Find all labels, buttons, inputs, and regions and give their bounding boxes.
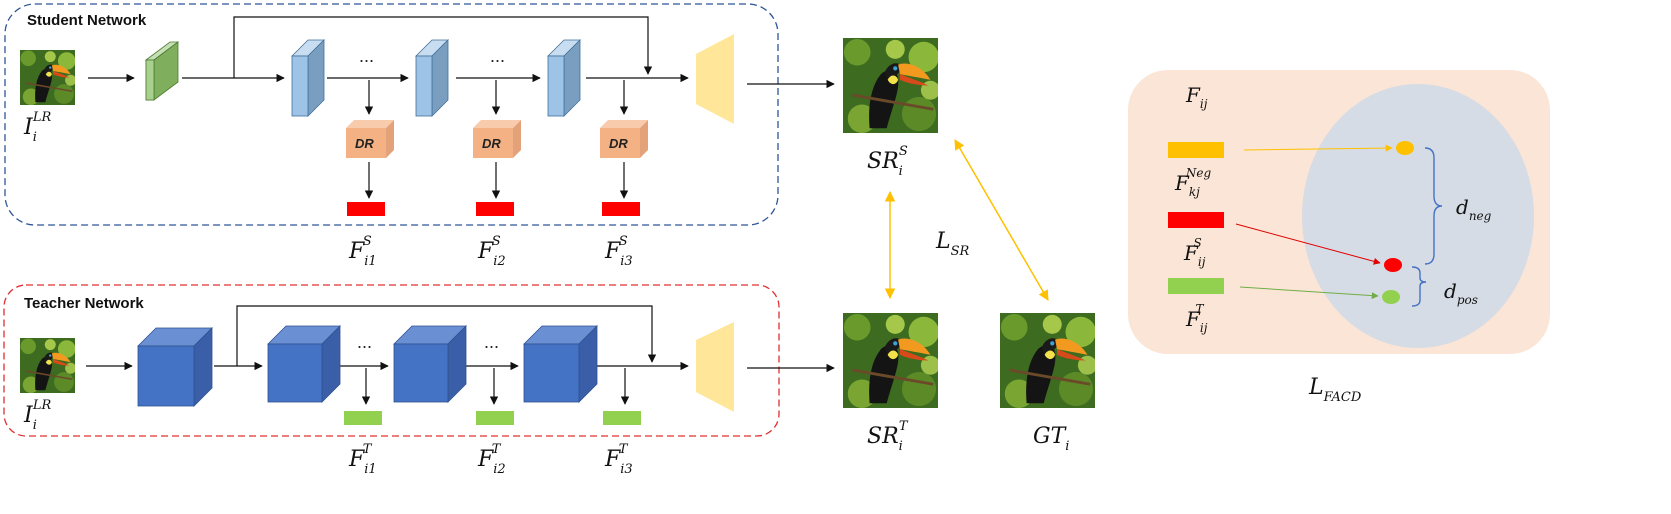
feature-space-ellipse [1302, 84, 1534, 348]
sr-student-image [843, 38, 938, 133]
student-feature-label: FijS [1183, 236, 1206, 269]
teacher-feature-2 [476, 411, 514, 425]
teacher-arrow [1239, 286, 1379, 300]
student-first-conv [144, 41, 180, 101]
student-block-1 [291, 39, 325, 117]
teacher-feature-label-2: Fi2T [477, 442, 506, 477]
student-ellipsis-1: ... [359, 46, 374, 66]
teacher-block-3 [523, 325, 598, 403]
student-arrow [1235, 223, 1381, 265]
teacher-feature-3 [603, 411, 641, 425]
student-feature-2 [476, 202, 514, 216]
gt-label: GTi [1033, 424, 1069, 454]
facd-title: Fij [1185, 83, 1208, 111]
dr-block-2: DR [473, 120, 521, 158]
neg-arrow [1243, 144, 1393, 152]
teacher-input-image [20, 338, 75, 393]
student-feature-bar [1168, 212, 1224, 228]
dr-label: DR [482, 136, 501, 151]
student-ellipsis-2: ... [490, 46, 505, 66]
student-upsampler [696, 34, 734, 124]
neg-feature-label: FkjNeg [1174, 166, 1211, 199]
teacher-feature-bar [1168, 278, 1224, 294]
teacher-input-label: IiLR [23, 398, 52, 433]
student-feature-label-2: Fi2S [477, 234, 506, 269]
d-pos-brace [1411, 266, 1427, 307]
d-neg-label: dneg [1456, 195, 1492, 223]
teacher-feature-label: FijT [1185, 302, 1208, 335]
gt-image [1000, 313, 1095, 408]
dr-block-3: DR [600, 120, 648, 158]
student-feature-1 [347, 202, 385, 216]
loss-arrow-gt [954, 139, 1049, 301]
student-block-3 [547, 39, 581, 117]
neg-feature-bar [1168, 142, 1224, 158]
dr-label: DR [355, 136, 374, 151]
student-feature-label-3: Fi3S [604, 234, 633, 269]
teacher-feature-1 [344, 411, 382, 425]
teacher-network-frame [3, 284, 780, 437]
loss-sr-label: LSR [935, 229, 970, 259]
sr-teacher-image [843, 313, 938, 408]
teacher-block-1 [267, 325, 341, 403]
student-skip-connection [233, 16, 653, 78]
student-feature-3 [602, 202, 640, 216]
student-feature-label-1: Fi1S [348, 234, 377, 269]
teacher-skip-connection [236, 305, 657, 366]
student-point [1384, 258, 1402, 272]
teacher-first-conv [137, 327, 213, 407]
teacher-ellipsis-2: ... [484, 332, 499, 352]
teacher-point [1382, 290, 1400, 304]
teacher-ellipsis-1: ... [357, 332, 372, 352]
sr-teacher-label: SRiT [867, 419, 909, 454]
neg-point [1396, 141, 1414, 155]
student-input-label: IiLR [23, 110, 52, 145]
d-pos-label: dpos [1444, 279, 1478, 307]
dr-block-1: DR [346, 120, 394, 158]
student-network-frame [4, 3, 779, 226]
teacher-feature-label-1: Fi1T [348, 442, 377, 477]
teacher-block-2 [393, 325, 467, 403]
student-block-2 [415, 39, 449, 117]
sr-student-label: SRiS [867, 144, 908, 179]
facd-loss-label: LFACD [1308, 375, 1362, 405]
student-network-title: Student Network [27, 12, 147, 29]
teacher-feature-label-3: Fi3T [604, 442, 633, 477]
dr-label: DR [609, 136, 628, 151]
teacher-upsampler [696, 322, 734, 412]
teacher-network-title: Teacher Network [24, 295, 144, 312]
d-neg-brace [1424, 147, 1443, 265]
student-input-image [20, 50, 75, 105]
